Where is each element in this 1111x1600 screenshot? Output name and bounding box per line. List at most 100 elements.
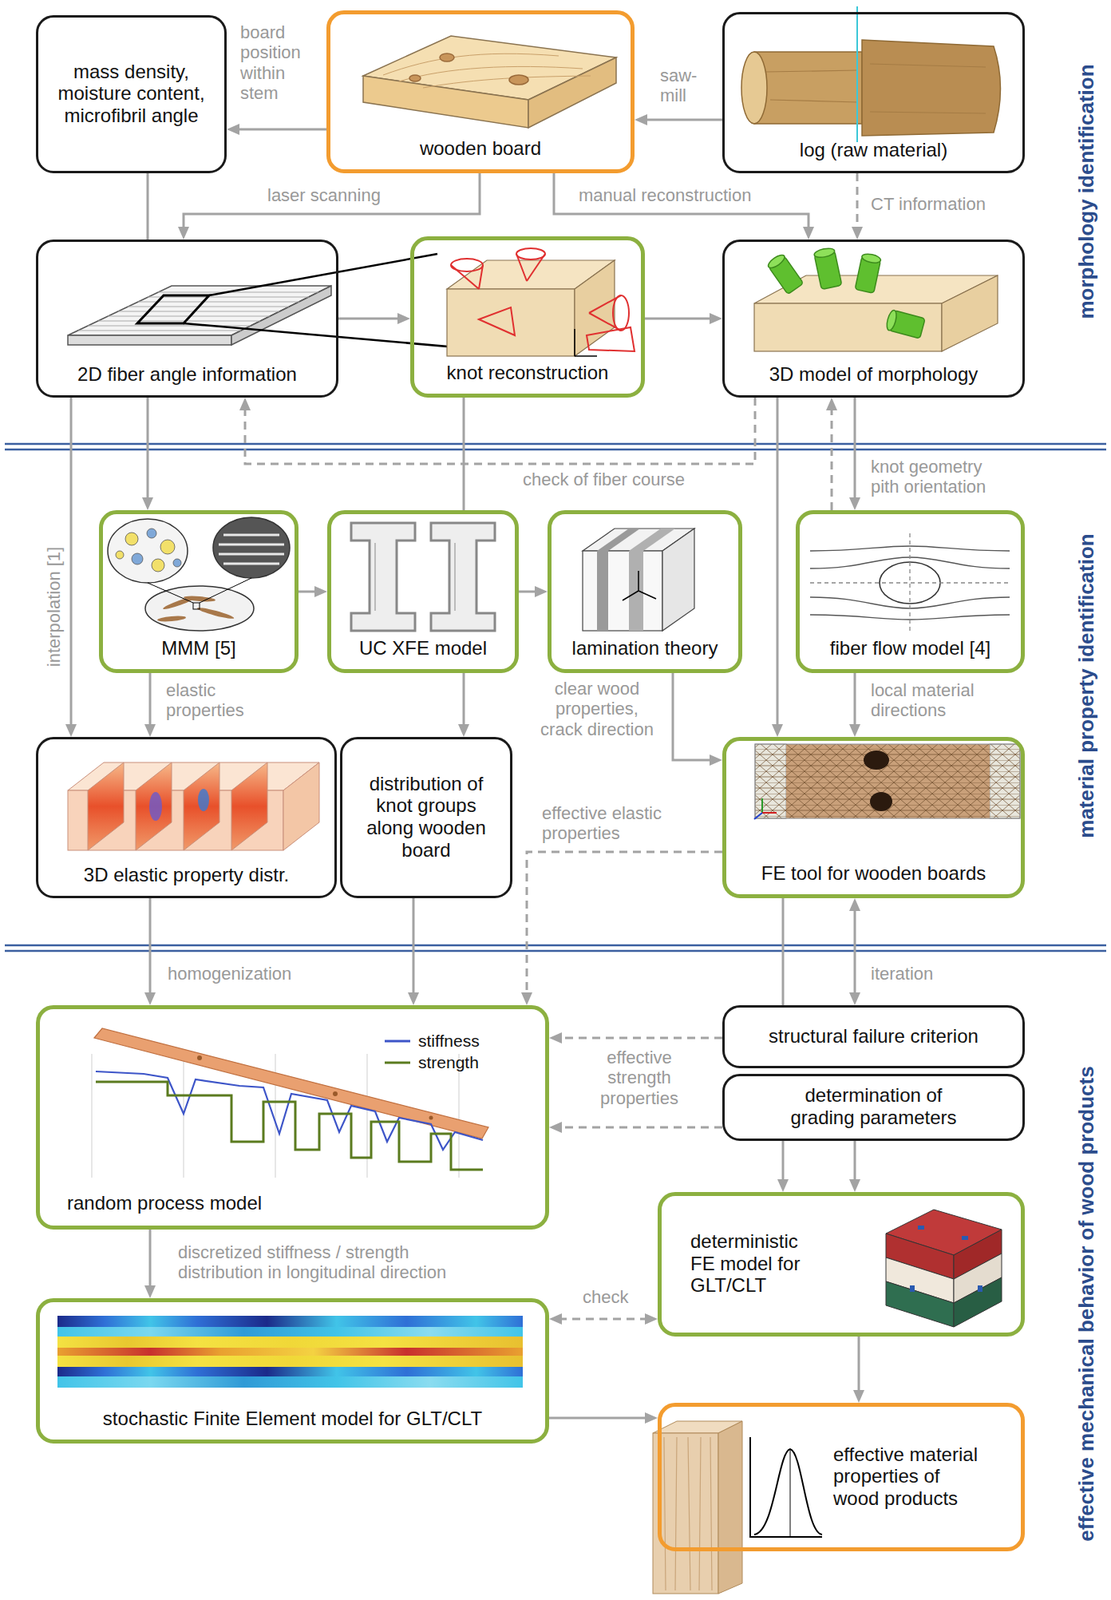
flow-arrow	[830, 407, 834, 511]
legend: stiffnessstrength	[383, 1029, 480, 1073]
box-label: lamination theory	[572, 636, 719, 660]
stochastic-field-picture	[57, 1315, 523, 1388]
random-process-picture	[91, 1027, 489, 1178]
morphology-picture	[754, 246, 998, 352]
box-label: determination of grading parameters	[774, 1083, 974, 1128]
flow-arrow	[412, 897, 416, 996]
flow-box: 3D model of morphology	[722, 239, 1025, 398]
flow-box: lamination theory	[547, 510, 743, 673]
flow-box: FE tool for wooden boards	[722, 736, 1025, 898]
edge-label: effective elastic properties	[539, 802, 692, 844]
legend-line	[384, 1039, 411, 1042]
box-label: FE tool for wooden boards	[761, 861, 987, 885]
edge-label: knot geometry pith orientation	[868, 456, 1013, 498]
flow-arrow	[644, 317, 713, 321]
flow-arrow	[70, 397, 73, 728]
edge-label: CT information	[868, 193, 989, 214]
box-label: 3D elastic property distr.	[83, 863, 289, 886]
flow-arrow	[558, 1036, 723, 1040]
flow-arrow	[856, 173, 859, 230]
flow-arrow	[782, 897, 785, 1005]
flow-arrow	[857, 1336, 861, 1393]
flow-box: 2D fiber angle information	[35, 239, 339, 398]
legend-row: strength	[383, 1051, 480, 1073]
section-label: material property identification	[1074, 533, 1100, 838]
edge-label: local material directions	[868, 680, 1013, 721]
fiber-flow-picture	[810, 533, 1010, 631]
edge-label: check of fiber course	[520, 469, 688, 490]
edge-label: interpolation [1]	[43, 544, 64, 669]
edge-label: clear wood properties, crack direction	[530, 678, 664, 740]
flow-arrow	[549, 1416, 649, 1420]
box-label: 3D model of morphology	[769, 363, 978, 386]
legend-line	[384, 1060, 411, 1064]
flow-arrow	[854, 672, 857, 728]
flow-arrow	[672, 672, 713, 760]
flow-arrow	[558, 1126, 723, 1129]
unit-cell-picture	[351, 522, 495, 631]
edge-label: effective strength properties	[585, 1047, 694, 1108]
product-picture	[652, 1420, 823, 1594]
flow-arrow	[644, 118, 723, 122]
legend-row: stiffness	[383, 1029, 480, 1052]
flow-arrow	[245, 397, 756, 464]
box-label: structural failure criterion	[768, 1024, 979, 1048]
flow-arrow	[236, 128, 327, 131]
flow-arrow	[558, 1317, 649, 1321]
knot-picture	[446, 248, 635, 356]
flow-box: wooden board	[326, 10, 635, 174]
band-separator	[4, 443, 1107, 951]
legend-label: strength	[418, 1052, 479, 1072]
flow-arrow	[149, 897, 152, 996]
flow-arrow	[149, 1229, 152, 1289]
flow-box: deterministic FE model for GLT/CLT	[657, 1191, 1025, 1337]
flow-arrow	[776, 397, 779, 728]
flow-box: log (raw material)	[722, 11, 1025, 174]
board-picture	[363, 35, 617, 128]
edge-label: discretized stiffness / strength distrib…	[175, 1241, 488, 1283]
box-label: effective material properties of wood pr…	[833, 1443, 985, 1510]
flow-arrow	[149, 672, 152, 728]
elastic-distribution-picture	[67, 762, 320, 851]
edge-label: manual reconstruction	[576, 185, 754, 206]
edge-label: iteration	[868, 963, 936, 984]
log-picture	[741, 6, 1001, 143]
box-label: fiber flow model [4]	[830, 636, 991, 660]
flow-arrow	[146, 173, 150, 240]
flow-arrow	[854, 907, 857, 996]
edge-label: elastic properties	[163, 680, 265, 721]
flow-box: determination of grading parameters	[722, 1073, 1025, 1141]
box-label: distribution of knot groups along wooden…	[354, 772, 499, 861]
box-label: deterministic FE model for GLT/CLT	[690, 1229, 819, 1297]
box-label: knot reconstruction	[446, 361, 609, 384]
flow-arrow	[338, 317, 401, 321]
lamination-picture	[582, 528, 695, 631]
box-label: log (raw material)	[799, 138, 948, 162]
flow-arrow	[146, 397, 150, 501]
box-label: stochastic Finite Element model for GLT/…	[102, 1407, 483, 1430]
flow-box: effective material properties of wood pr…	[657, 1402, 1025, 1551]
legend-sample	[383, 1035, 412, 1047]
legend-label: stiffness	[418, 1031, 480, 1051]
section-label: morphology identification	[1074, 63, 1100, 319]
legend-sample	[383, 1056, 412, 1068]
flow-box: structural failure criterion	[722, 1004, 1025, 1068]
flow-box: fiber flow model [4]	[795, 510, 1025, 673]
flow-arrow	[854, 1140, 857, 1183]
flow-box: mass density, moisture content, microfib…	[35, 15, 227, 174]
flow-box: MMM [5]	[98, 510, 299, 673]
box-label: MMM [5]	[161, 636, 236, 660]
flow-box: stochastic Finite Element model for GLT/…	[35, 1297, 550, 1444]
flow-box: distribution of knot groups along wooden…	[340, 736, 513, 898]
edge-label: board position within stem	[237, 22, 319, 103]
flow-box: knot reconstruction	[410, 236, 645, 398]
laminate-cube-picture	[885, 1209, 1002, 1327]
flow-arrow	[526, 851, 723, 996]
flow-arrow	[183, 173, 480, 230]
flow-arrow	[553, 173, 809, 230]
fe-mesh-picture	[754, 743, 1021, 819]
edge-label: laser scanning	[264, 185, 384, 206]
micromechanics-picture	[107, 517, 290, 631]
flow-box: UC XFE model	[327, 510, 519, 673]
box-label: 2D fiber angle information	[77, 363, 297, 386]
